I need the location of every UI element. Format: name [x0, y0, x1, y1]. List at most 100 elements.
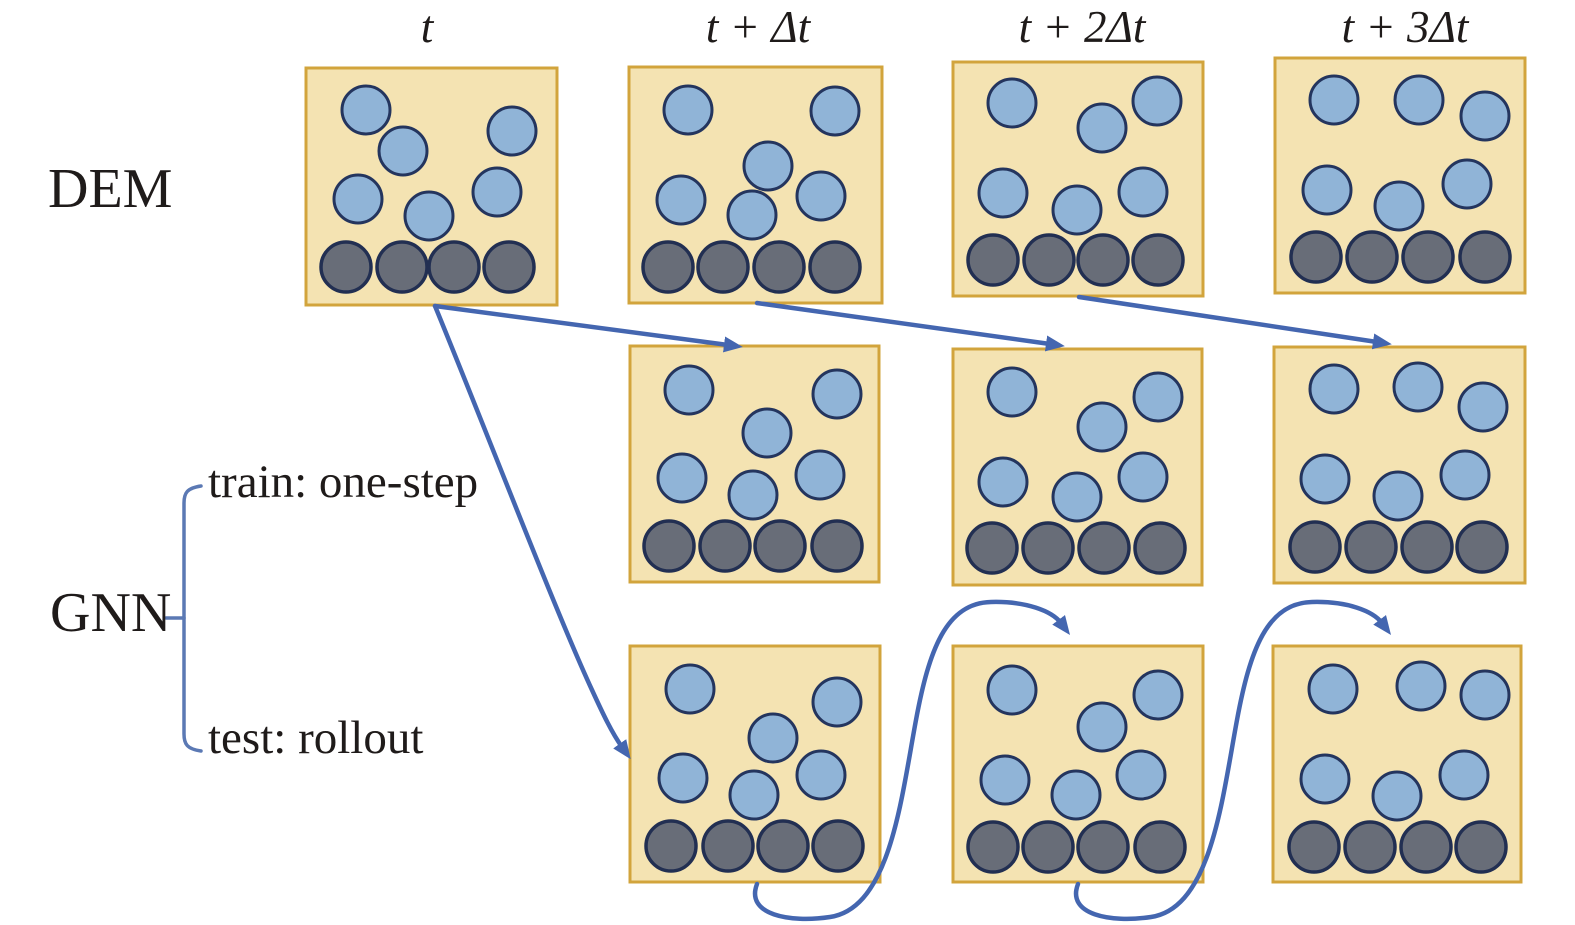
blue-particle: [656, 452, 708, 504]
blue-particle: [377, 125, 429, 177]
blue-particle: [403, 190, 455, 242]
blue-particle: [727, 469, 779, 521]
dark-boundary-particle: [1289, 230, 1343, 284]
blue-particle: [794, 449, 846, 501]
blue-particle: [663, 364, 715, 416]
dark-boundary-particle: [641, 240, 695, 294]
dark-boundary-particle: [1454, 820, 1508, 874]
brace-icon: [182, 484, 203, 753]
blue-particle: [809, 85, 861, 137]
dark-boundary-particle: [1022, 233, 1076, 287]
dark-boundary-particle: [1343, 820, 1397, 874]
blue-particle: [1299, 453, 1351, 505]
blue-particle: [1117, 451, 1169, 503]
blue-particle: [986, 77, 1038, 129]
blue-particle: [1132, 371, 1184, 423]
dark-boundary-particle: [808, 240, 862, 294]
one-step-arrow-t-to-t1-arrow-icon: [432, 303, 743, 353]
blue-particle: [662, 84, 714, 136]
blue-particle: [1373, 180, 1425, 232]
dark-boundary-particle: [1021, 820, 1075, 874]
dark-boundary-particle: [752, 240, 806, 294]
dark-boundary-particle: [1455, 520, 1509, 574]
rollout-arrow-t1-to-t2-arrow-icon: [752, 599, 1071, 922]
blue-particle: [977, 167, 1029, 219]
dark-boundary-particle: [1131, 233, 1185, 287]
dark-boundary-particle: [1401, 230, 1455, 284]
blue-particle: [657, 752, 709, 804]
dark-boundary-particle: [1076, 820, 1130, 874]
dark-boundary-particle: [642, 519, 696, 573]
connector-arrows: [432, 294, 1392, 922]
blue-particle: [1457, 381, 1509, 433]
gnn-brace: [164, 484, 203, 753]
blue-particle: [1115, 749, 1167, 801]
dark-boundary-particle: [644, 819, 698, 873]
blue-particle: [977, 456, 1029, 508]
dark-boundary-particle: [701, 819, 755, 873]
gnn-row-label: GNN: [50, 582, 172, 644]
blue-particle: [979, 754, 1031, 806]
blue-particle: [471, 166, 523, 218]
gnn-test-mode-label: test: rollout: [208, 712, 424, 764]
blue-particle: [726, 189, 778, 241]
dark-boundary-particle: [482, 240, 536, 294]
blue-particle: [486, 105, 538, 157]
dark-boundary-particle: [1345, 230, 1399, 284]
blue-particle: [1439, 449, 1491, 501]
dark-boundary-particle: [756, 819, 810, 873]
blue-particle: [1299, 753, 1351, 805]
blue-particle: [332, 173, 384, 225]
blue-particle: [986, 664, 1038, 716]
dark-boundary-particle: [696, 240, 750, 294]
dark-boundary-particle: [1021, 521, 1075, 575]
blue-particle: [1307, 663, 1359, 715]
dark-boundary-particle: [375, 240, 429, 294]
dark-boundary-particle: [1400, 520, 1454, 574]
dark-boundary-particle: [1399, 820, 1453, 874]
blue-particle: [795, 170, 847, 222]
blue-particle: [811, 368, 863, 420]
dark-boundary-particle: [810, 519, 864, 573]
dark-boundary-particle: [753, 519, 807, 573]
dark-boundary-particle: [1287, 820, 1341, 874]
blue-particle: [1117, 166, 1169, 218]
blue-particle: [1459, 669, 1511, 721]
dark-boundary-particle: [965, 521, 1019, 575]
dark-boundary-particle: [1458, 230, 1512, 284]
dark-boundary-particle: [966, 820, 1020, 874]
blue-particle: [1301, 164, 1353, 216]
dark-boundary-particle: [1288, 520, 1342, 574]
dark-boundary-particle: [1077, 521, 1131, 575]
blue-particle: [664, 663, 716, 715]
blue-particle: [1131, 75, 1183, 127]
blue-particle: [1051, 471, 1103, 523]
blue-particle: [1438, 749, 1490, 801]
dark-boundary-particle: [1076, 233, 1130, 287]
dark-boundary-particle: [811, 819, 865, 873]
blue-particle: [340, 84, 392, 136]
blue-particle: [1076, 701, 1128, 753]
one-step-arrow-t1-to-t2-arrow-icon: [754, 300, 1065, 352]
gnn-train-mode-label: train: one-step: [208, 456, 479, 508]
blue-particle: [811, 676, 863, 728]
dark-boundary-particle: [319, 240, 373, 294]
dark-boundary-particle: [698, 519, 752, 573]
blue-particle: [1051, 184, 1103, 236]
blue-particle: [1076, 401, 1128, 453]
blue-particle: [1308, 74, 1360, 126]
dark-boundary-particle: [427, 240, 481, 294]
dem-row-label: DEM: [48, 158, 173, 220]
blue-particle: [655, 174, 707, 226]
blue-particle: [1076, 102, 1128, 154]
blue-particle: [747, 712, 799, 764]
blue-particle: [1371, 770, 1423, 822]
blue-particle: [1392, 361, 1444, 413]
blue-particle: [1132, 669, 1184, 721]
blue-particle: [728, 769, 780, 821]
rollout-arrow-t2-to-t3-arrow-icon: [1073, 599, 1392, 922]
blue-particle: [1459, 90, 1511, 142]
blue-particle: [742, 140, 794, 192]
